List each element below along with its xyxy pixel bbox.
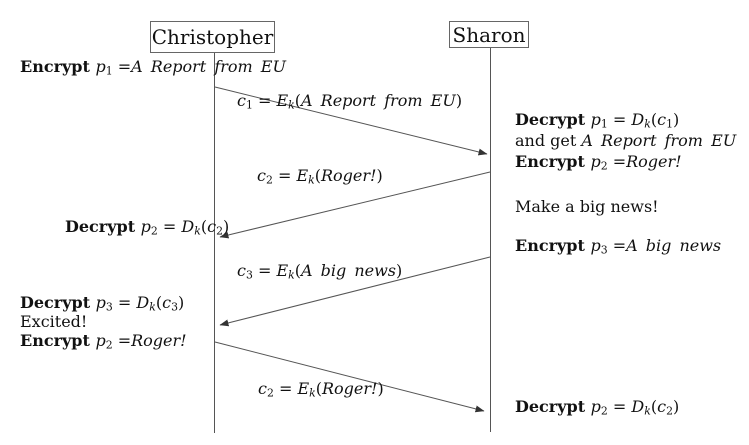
note-decrypt-p2-left: Decrypt p2 = Dk(c2) <box>65 217 230 238</box>
note-encrypt-p3: Encrypt p3 =A big news <box>515 236 722 257</box>
message-label-c2-repeat: c2 = Ek(Roger!) <box>258 379 384 400</box>
message-arrow-c1 <box>214 86 488 156</box>
message-arrow-c3 <box>219 256 491 327</box>
message-arrow-c2 <box>219 171 491 239</box>
actor-box-sharon: Sharon <box>449 21 529 48</box>
message-label-c2: c2 = Ek(Roger!) <box>257 166 383 187</box>
note-encrypt-p2-right: Encrypt p2 =Roger! <box>515 152 682 173</box>
note-excited: Excited! <box>20 312 88 331</box>
message-arrow-c2-repeat <box>214 341 485 413</box>
note-decrypt-p1: Decrypt p1 = Dk(c1) <box>515 110 680 131</box>
actor-box-christopher: Christopher <box>150 21 275 53</box>
note-and-get-report: and get A Report from EU <box>515 131 737 150</box>
note-encrypt-p2-left: Encrypt p2 =Roger! <box>20 331 187 352</box>
note-decrypt-p3: Decrypt p3 = Dk(c3) <box>20 293 185 314</box>
actor-label-sharon: Sharon <box>452 22 526 47</box>
actor-label-christopher: Christopher <box>151 25 274 49</box>
note-encrypt-p1: Encrypt p1 =A Report from EU <box>20 57 286 78</box>
note-make-big-news: Make a big news! <box>515 197 659 216</box>
message-label-c3: c3 = Ek(A big news) <box>237 261 403 282</box>
note-decrypt-p2-right: Decrypt p2 = Dk(c2) <box>515 397 680 418</box>
message-label-c1: c1 = Ek(A Report from EU) <box>237 91 463 112</box>
